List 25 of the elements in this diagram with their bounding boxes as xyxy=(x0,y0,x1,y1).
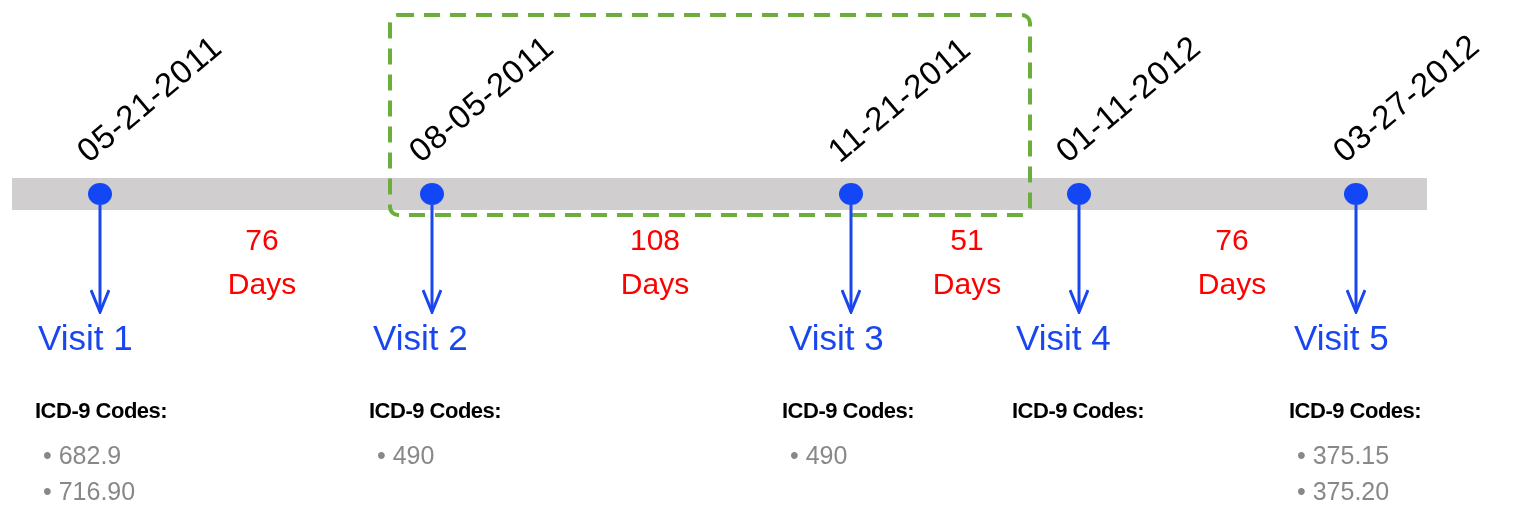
diagnosis-code: • 375.20 xyxy=(1297,477,1390,506)
arrow xyxy=(421,205,443,314)
visit-label: Visit 4 xyxy=(1016,318,1111,358)
diagnosis-code: • 682.9 xyxy=(43,441,122,470)
codes-heading: ICD-9 Codes: xyxy=(782,398,915,424)
diagnosis-code: • 716.90 xyxy=(43,477,136,506)
codes-heading: ICD-9 Codes: xyxy=(35,398,168,424)
diagnosis-code: • 375.15 xyxy=(1297,441,1390,470)
arrow xyxy=(89,205,111,314)
arrow xyxy=(840,205,862,314)
codes-heading: ICD-9 Codes: xyxy=(1012,398,1145,424)
arrow xyxy=(1068,205,1090,314)
visit-label: Visit 2 xyxy=(373,318,468,358)
diagnosis-code: • 490 xyxy=(377,441,435,470)
diagnosis-code: • 490 xyxy=(790,441,848,470)
interval-label: 76 Days xyxy=(1196,222,1268,302)
visit-label: Visit 5 xyxy=(1294,318,1389,358)
arrow xyxy=(1345,205,1367,314)
interval-label: 51 Days xyxy=(931,222,1003,302)
interval-label: 108 Days xyxy=(619,222,691,302)
codes-heading: ICD-9 Codes: xyxy=(1289,398,1422,424)
interval-label: 76 Days xyxy=(226,222,298,302)
visit-label: Visit 3 xyxy=(789,318,884,358)
codes-heading: ICD-9 Codes: xyxy=(369,398,502,424)
visit-label: Visit 1 xyxy=(38,318,133,358)
